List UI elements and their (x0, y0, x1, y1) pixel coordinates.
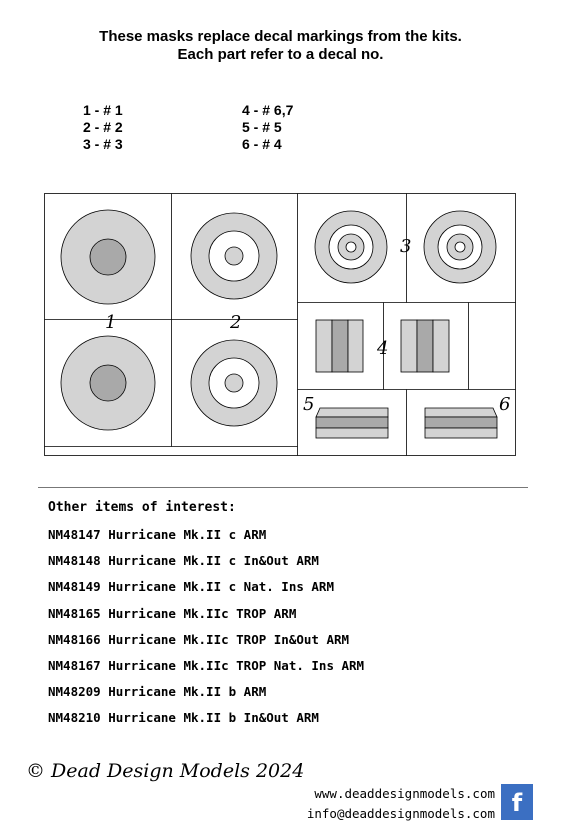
section-divider (38, 487, 528, 488)
other-items-list: NM48147 Hurricane Mk.II c ARM NM48148 Hu… (48, 526, 364, 736)
mapping-entry: 1 - # 1 (83, 102, 123, 118)
roundel-3-left (314, 210, 388, 284)
sheet-grid (44, 193, 516, 456)
part-label-2: 2 (229, 312, 241, 333)
list-item: NM48149 Hurricane Mk.II c Nat. Ins ARM (48, 579, 334, 595)
list-item: NM48166 Hurricane Mk.IIc TROP In&Out ARM (48, 631, 350, 647)
mapping-entry: 2 - # 2 (83, 119, 123, 135)
mapping-entry: 3 - # 3 (83, 136, 123, 152)
list-item: NM48148 Hurricane Mk.II c In&Out ARM (48, 553, 319, 569)
mapping-right: 4 - # 6,7 5 - # 5 6 - # 4 (242, 102, 293, 153)
website-link[interactable]: www.deaddesignmodels.com (314, 786, 495, 801)
mapping-entry: 6 - # 4 (242, 136, 282, 152)
fin-flash-4-left (315, 319, 364, 373)
mask-sheet: 1 2 3 4 5 6 (44, 193, 516, 456)
roundel-1-bottom (60, 335, 156, 431)
mapping-entry: 4 - # 6,7 (242, 102, 294, 118)
email-link[interactable]: info@deaddesignmodels.com (306, 806, 495, 821)
roundel-2-top (190, 212, 278, 300)
stripe-mask-5 (315, 407, 389, 439)
header-line-1: These masks replace decal markings from … (99, 28, 462, 45)
part-label-1: 1 (105, 312, 116, 333)
part-label-4: 4 (376, 338, 388, 359)
list-item: NM48210 Hurricane Mk.II b In&Out ARM (48, 710, 319, 726)
facebook-icon[interactable]: f (501, 784, 533, 820)
mapping-entry: 5 - # 5 (242, 119, 282, 135)
copyright-notice: © Dead Design Models 2024 (26, 760, 305, 782)
roundel-2-bottom (190, 339, 278, 427)
mapping-left: 1 - # 1 2 - # 2 3 - # 3 (83, 102, 123, 153)
part-label-3: 3 (400, 236, 411, 257)
list-item: NM48209 Hurricane Mk.II b ARM (48, 684, 267, 700)
part-label-5: 5 (303, 394, 314, 415)
part-label-6: 6 (499, 394, 510, 415)
roundel-3-right (423, 210, 497, 284)
list-item: NM48167 Hurricane Mk.IIc TROP Nat. Ins A… (48, 657, 365, 673)
list-item: NM48165 Hurricane Mk.IIc TROP ARM (48, 605, 297, 621)
list-item: NM48147 Hurricane Mk.II c ARM (48, 527, 267, 542)
header-line-2: Each part refer to a decal no. (177, 46, 384, 63)
fin-flash-4-right (400, 319, 450, 373)
other-items-title: Other items of interest: (48, 500, 236, 515)
roundel-1-top (60, 209, 156, 305)
stripe-mask-6 (424, 407, 498, 439)
